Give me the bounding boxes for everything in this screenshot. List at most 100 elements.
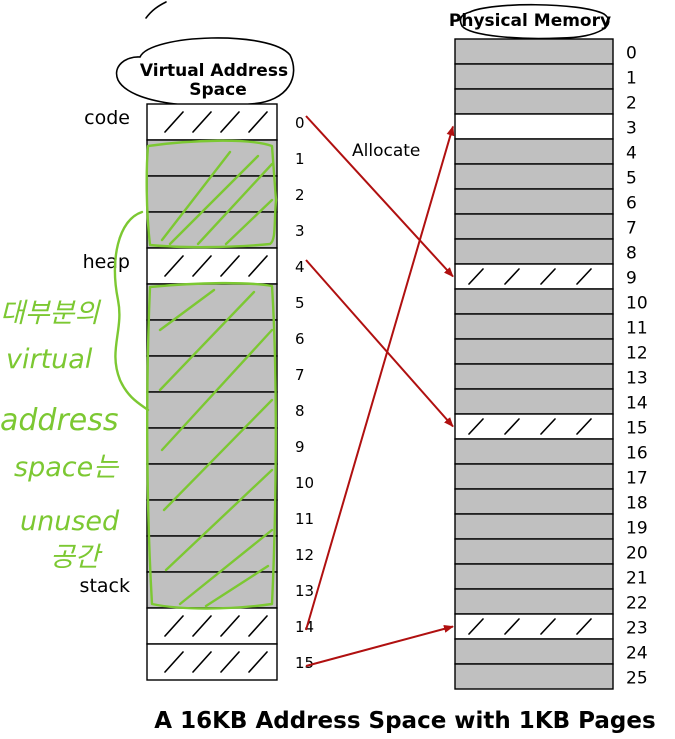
virtual-page-table: [146, 103, 278, 681]
physical-frame-index: 9: [626, 269, 637, 289]
physical-frame-13: [454, 363, 614, 390]
physical-frame-index: 1: [626, 69, 637, 89]
handwritten-note-line: address: [0, 403, 119, 438]
physical-frame-index: 19: [626, 519, 648, 539]
physical-frame-index: 18: [626, 494, 648, 514]
virtual-page-index: 2: [295, 186, 305, 204]
physical-frame-index: 23: [626, 619, 648, 639]
virtual-page-index: 9: [295, 438, 305, 456]
top-scribble: [145, 1, 167, 19]
virtual-page-index: 14: [295, 618, 314, 636]
physical-frame-index: 5: [626, 169, 637, 189]
virtual-page-0: [146, 103, 278, 141]
physical-frame-index: 8: [626, 244, 637, 264]
physical-frame-index: 0: [626, 44, 637, 64]
physical-frame-index: 25: [626, 669, 648, 689]
physical-frame-6: [454, 188, 614, 215]
highlight-hatch-bottom: [158, 288, 274, 608]
segment-label-stack: stack: [80, 575, 130, 597]
physical-frame-index: 6: [626, 194, 637, 214]
virtual-page-7: [146, 355, 278, 393]
diagram-caption: A 16KB Address Space with 1KB Pages: [154, 708, 655, 734]
physical-frame-index: 21: [626, 569, 648, 589]
physical-frame-index: 16: [626, 444, 648, 464]
physical-frame-0: [454, 38, 614, 65]
handwritten-note-line: unused: [20, 506, 120, 537]
physical-frame-hatch: [468, 618, 592, 635]
physical-frame-index: 24: [626, 644, 648, 664]
physical-frame-7: [454, 213, 614, 240]
virtual-page-index: 8: [295, 402, 305, 420]
virtual-page-10: [146, 463, 278, 501]
physical-frame-3: [454, 113, 614, 140]
physical-frame-4: [454, 138, 614, 165]
physical-frame-19: [454, 513, 614, 540]
physical-frame-index: 12: [626, 344, 648, 364]
physical-frame-index: 22: [626, 594, 648, 614]
virtual-page-15: [146, 643, 278, 681]
physical-frame-indices: 0123456789101112131415161718192021222324…: [626, 44, 648, 689]
virtual-page-hatch: [164, 255, 268, 277]
virtual-page-6: [146, 319, 278, 357]
physical-frame-index: 7: [626, 219, 637, 239]
physical-frame-17: [454, 463, 614, 490]
physical-frame-25: [454, 663, 614, 690]
physical-frame-10: [454, 288, 614, 315]
allocate-label: Allocate: [352, 141, 420, 161]
virtual-page-index: 3: [295, 222, 305, 240]
physical-frame-5: [454, 163, 614, 190]
physical-frame-18: [454, 488, 614, 515]
physical-frame-12: [454, 338, 614, 365]
handwritten-note-line: space는: [14, 452, 119, 483]
virtual-page-index: 15: [295, 654, 314, 672]
physical-frame-11: [454, 313, 614, 340]
virtual-page-hatch: [164, 615, 268, 637]
mapping-arrow-4-to-15: [305, 259, 454, 428]
mapping-arrow-15-to-23: [305, 624, 454, 667]
virtual-address-space-title: Virtual Address Space: [115, 1, 295, 107]
virtual-page-index: 7: [295, 366, 305, 384]
physical-frame-index: 10: [626, 294, 648, 314]
segment-label-heap: heap: [83, 251, 130, 273]
physical-frame-index: 13: [626, 369, 648, 389]
physical-frame-index: 15: [626, 419, 648, 439]
virtual-page-hatch: [164, 111, 268, 133]
segment-label-code: code: [84, 107, 130, 129]
virtual-page-8: [146, 391, 278, 429]
physical-frame-index: 20: [626, 544, 648, 564]
physical-memory-title: Physical Memory: [449, 3, 611, 40]
virtual-used-hatching: [164, 111, 268, 673]
handwritten-note-line: 공간: [50, 542, 103, 573]
physical-frame-8: [454, 238, 614, 265]
physical-used-hatching: [468, 268, 592, 635]
highlight-box-bottom: [146, 281, 277, 610]
virtual-page-11: [146, 499, 278, 537]
physical-frame-index: 3: [626, 119, 637, 139]
virtual-title-line1: Virtual Address: [140, 61, 288, 81]
virtual-page-index: 12: [295, 546, 314, 564]
physical-frame-24: [454, 638, 614, 665]
virtual-page-index: 0: [295, 114, 305, 132]
physical-frame-23: [454, 613, 614, 640]
virtual-page-index: 13: [295, 582, 314, 600]
physical-frame-2: [454, 88, 614, 115]
physical-frame-index: 11: [626, 319, 648, 339]
physical-frame-hatch: [468, 418, 592, 435]
virtual-page-5: [146, 283, 278, 321]
physical-frame-16: [454, 438, 614, 465]
highlight-box-top: [145, 139, 278, 249]
physical-frame-22: [454, 588, 614, 615]
physical-title-ellipse: [459, 3, 610, 40]
physical-frame-1: [454, 63, 614, 90]
physical-frame-index: 17: [626, 469, 648, 489]
physical-frame-9: [454, 263, 614, 290]
handwritten-note-line: virtual: [6, 344, 93, 375]
mapping-arrow-0-to-9: [305, 115, 454, 278]
physical-frame-table: [454, 38, 614, 690]
physical-frame-15: [454, 413, 614, 440]
virtual-page-index: 1: [295, 150, 305, 168]
highlight-hatch-top: [160, 150, 274, 246]
physical-frame-hatch: [468, 268, 592, 285]
